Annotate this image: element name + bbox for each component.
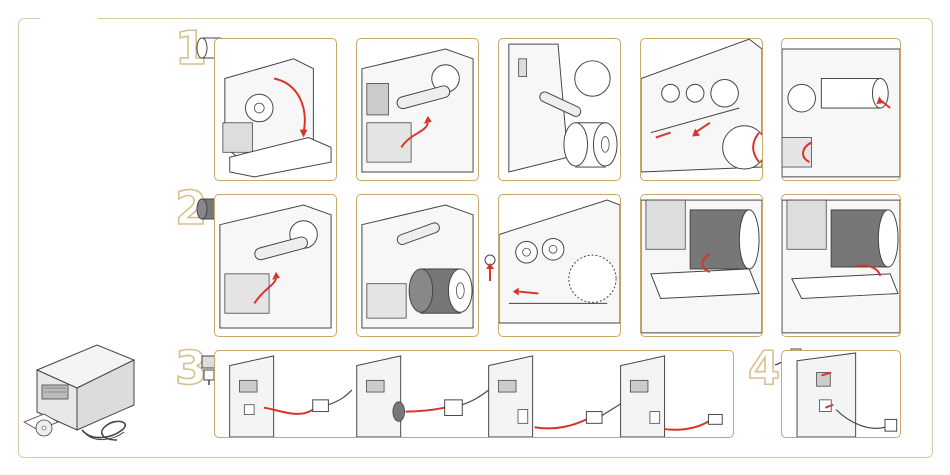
step-1-panel-5 <box>781 38 901 181</box>
printer-illustration <box>22 330 147 445</box>
connector-view-1 <box>230 356 352 437</box>
reel-hint-icon <box>483 253 497 283</box>
step-4-panel <box>781 350 901 438</box>
connector-view-4 <box>621 356 723 437</box>
step-3-panel <box>214 350 734 438</box>
step-1-panel-3 <box>498 38 621 181</box>
step-2-panel-2 <box>356 194 479 337</box>
step-2-panel-5 <box>781 194 901 337</box>
connector-view-2 <box>357 356 489 437</box>
step-1-panel-2 <box>356 38 479 181</box>
connector-view-3 <box>489 356 626 437</box>
step-2-panel-4 <box>640 194 763 337</box>
step-2-panel-1 <box>214 194 337 337</box>
step-1-panel-4 <box>640 38 763 181</box>
step-2-panel-3 <box>498 194 621 337</box>
step-1-panel-1 <box>214 38 337 181</box>
